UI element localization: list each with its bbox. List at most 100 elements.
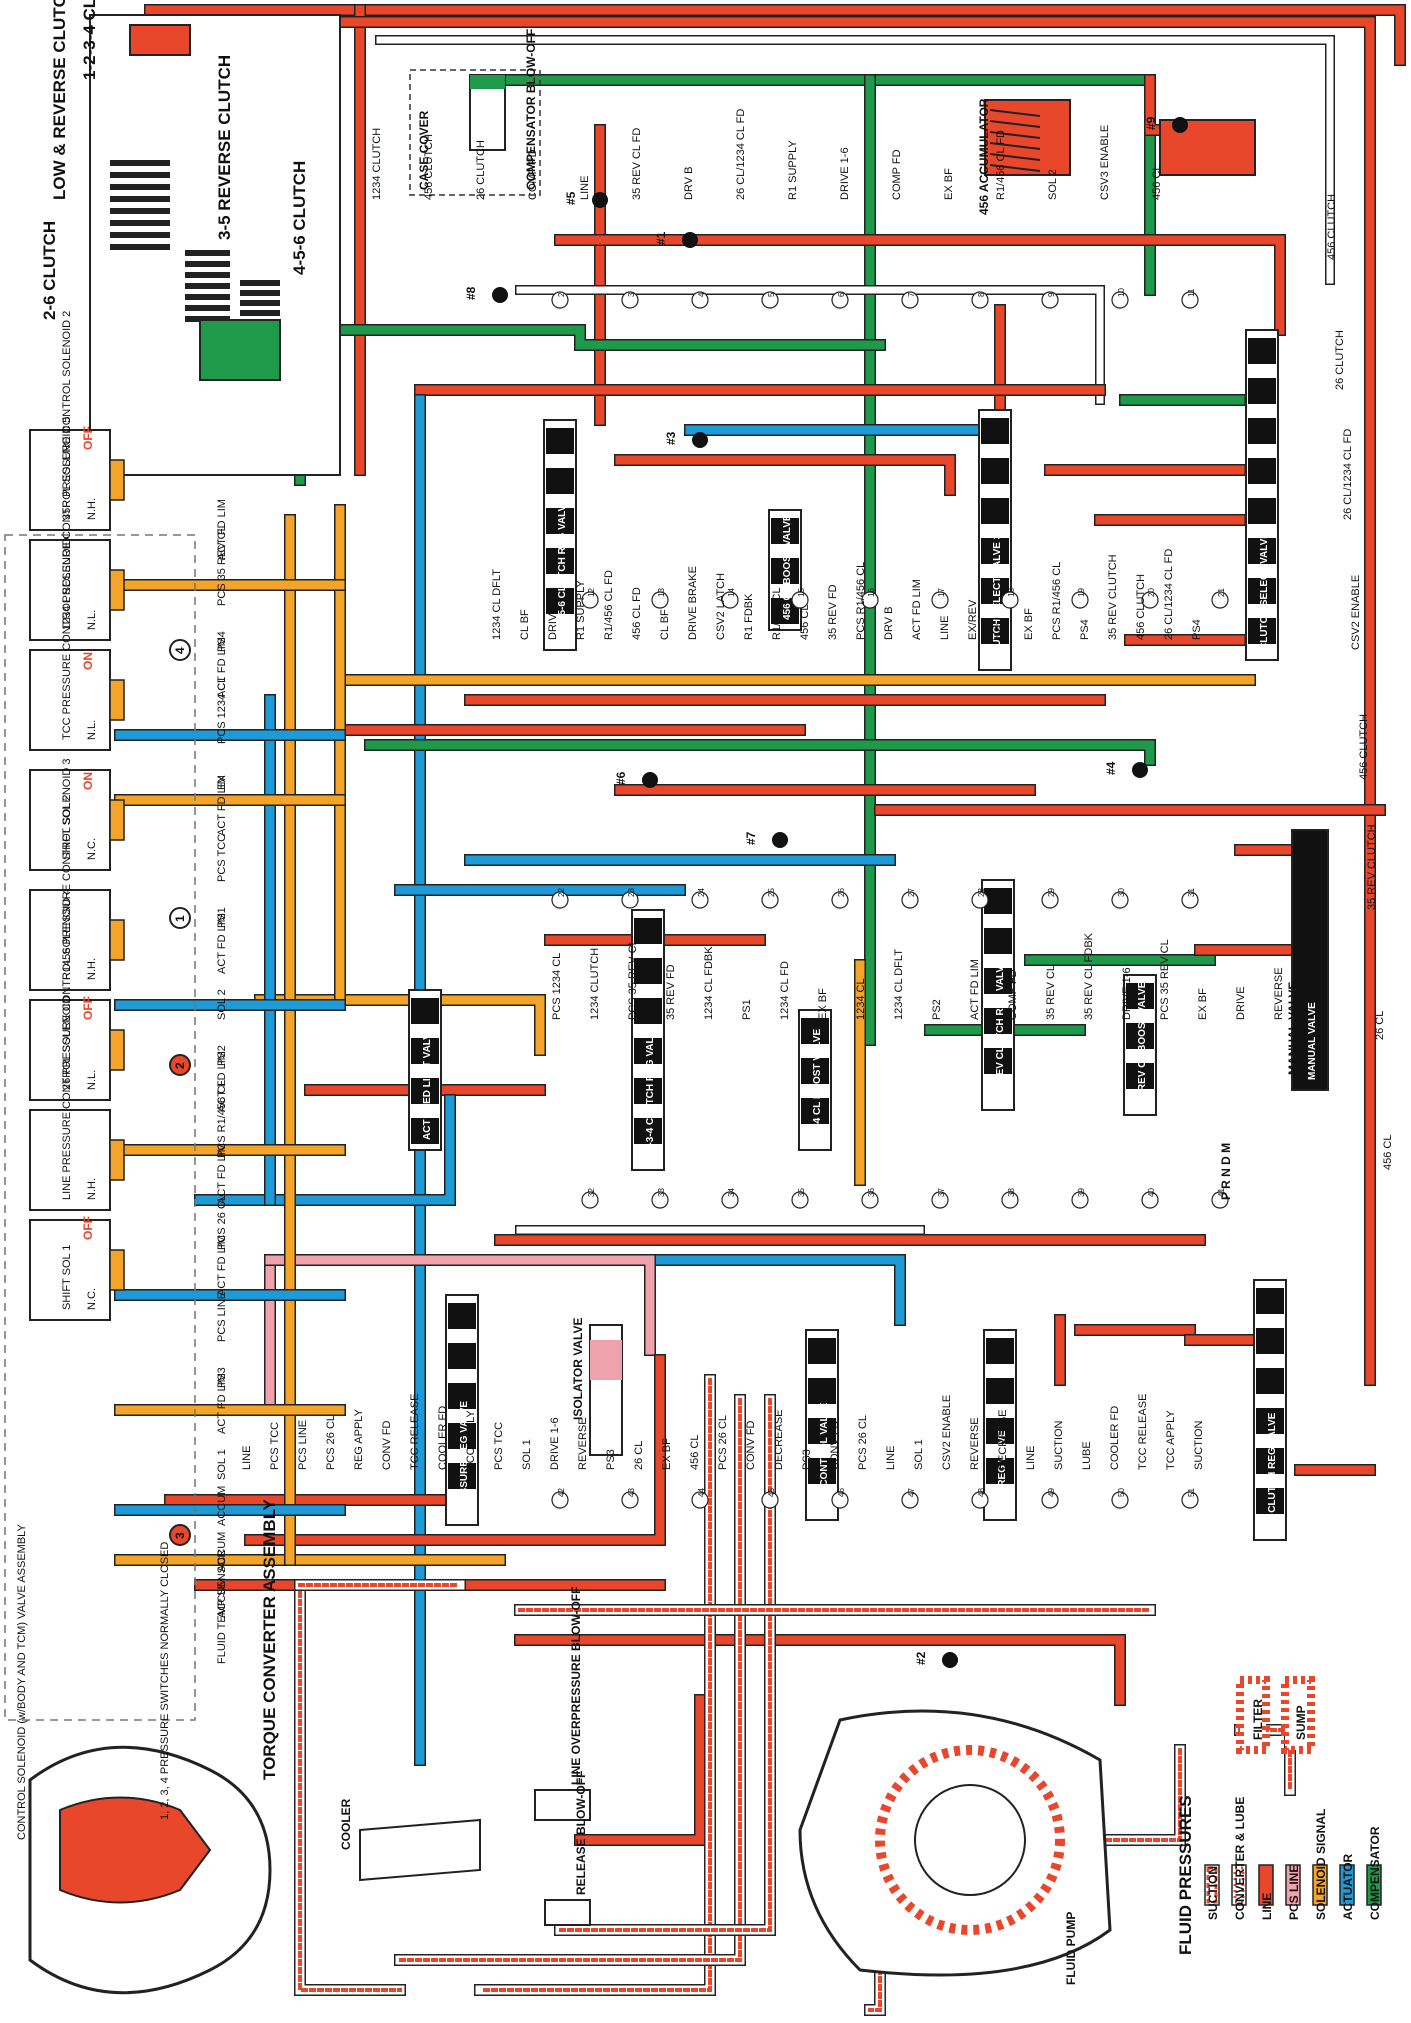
title-26-clutch: 2-6 CLUTCH	[40, 221, 59, 320]
left-channel-label: FLUID TEMP SENSOR	[216, 1549, 228, 1664]
valve-land	[808, 1338, 836, 1364]
orifice	[761, 291, 779, 309]
pressure-switch	[169, 639, 191, 661]
clutch-plate-35	[185, 261, 230, 267]
left-channel-label: ACT FD LIM	[216, 1143, 228, 1204]
channel-label: CONV FD	[745, 1420, 757, 1470]
solenoid-state: OFF	[81, 1216, 95, 1240]
solenoid-body	[29, 1109, 111, 1211]
valve-land	[634, 1078, 662, 1104]
channel-label: CSV2 ENABLE	[1350, 575, 1362, 650]
orifice	[861, 591, 879, 609]
orifice-number: 11	[1187, 288, 1196, 297]
legend-title: FLUID PRESSURES	[1176, 1795, 1195, 1955]
orifice-number: 38	[1007, 1188, 1016, 1197]
solenoid-name: SHIFT SOL 1	[61, 1245, 73, 1310]
channel-label: 26 CL	[633, 1441, 645, 1470]
legend-item-label: LINE	[1260, 1893, 1274, 1920]
legend-item-label: ACTUATOR	[1341, 1853, 1355, 1920]
solenoid-assembly-boundary	[4, 534, 196, 1721]
solenoid-type: N.C.	[86, 1288, 98, 1310]
orifice-number: 23	[627, 888, 636, 897]
cl26-1234-fd	[555, 235, 1285, 335]
valve-land	[1248, 458, 1276, 484]
valve-name: R1/4-5-6 CLUTCH REG VALVE	[557, 498, 568, 640]
line-blowoff-outline	[574, 1694, 706, 1846]
solenoid-tip	[109, 569, 125, 611]
orifice	[651, 1191, 669, 1209]
channel-label: 1234 CL	[855, 978, 867, 1020]
title-prndl: P R N D M	[1219, 1143, 1233, 1200]
channel-label: CL BF	[519, 609, 531, 640]
solenoid-type: N.H.	[86, 958, 98, 980]
converter-return-outline	[294, 1579, 406, 1996]
orifice	[971, 891, 989, 909]
left-channel-label: PCS 35 REV CL	[216, 525, 228, 606]
cooler-fd-outline	[474, 1374, 716, 1996]
left-channel-label: PCS R1/456 CL	[216, 1080, 228, 1158]
solenoid-tip	[109, 799, 125, 841]
channel-label: PCS 35 REV CL	[1159, 939, 1171, 1020]
valve-land	[634, 918, 662, 944]
channel-label: DRIVE	[1235, 986, 1247, 1020]
channel-label: 1234 CLUTCH	[589, 948, 601, 1020]
channel-label: DECREASE	[997, 1409, 1009, 1470]
check-ball-label: #5	[564, 191, 578, 205]
legend-swatch-pcs_line	[1285, 1864, 1301, 1906]
orifice-number: 4	[697, 292, 706, 297]
title-1234-clutch: 1-2-3-4 CLUTCH	[80, 0, 99, 80]
orifice-number: 40	[1147, 1188, 1156, 1197]
accumulator-spring	[989, 153, 1041, 161]
orifice	[1211, 1191, 1229, 1209]
channel-label: PCS 26 CL	[857, 1415, 869, 1470]
check-ball-label: #2	[914, 1651, 928, 1665]
valve-name: TCC REG VALVE	[997, 1430, 1008, 1510]
channel-label: EX BF	[817, 988, 829, 1020]
accumulator-spring	[989, 120, 1041, 128]
pressure-switch-number: 4	[173, 647, 187, 654]
orifice-number: 42	[557, 1488, 566, 1497]
channel-label: CONV FD	[829, 1420, 841, 1470]
channel-label: SOL 1	[913, 1439, 925, 1470]
channel-label: DRV B	[683, 167, 695, 200]
clutch-plate-35	[185, 305, 230, 311]
left-channel-label: ACT FD LIM	[216, 775, 228, 836]
channel-label: 456 CL FD	[631, 587, 643, 640]
orifice	[1141, 1191, 1159, 1209]
channel-label: 35 REV CLUTCH	[1366, 824, 1378, 910]
compensator-piston	[199, 319, 281, 381]
converter-return-base	[295, 1580, 405, 1995]
valve-land	[411, 1078, 439, 1104]
orifice	[621, 891, 639, 909]
legend-swatch-actuator	[1339, 1864, 1355, 1906]
solenoid-tip	[109, 459, 125, 501]
comp-fd-mid	[315, 325, 885, 350]
left-channel-label: ACCUM	[216, 1486, 228, 1526]
orifice-number: 10	[1117, 288, 1126, 297]
channel-label: 26 CL	[1374, 1011, 1386, 1040]
clutch-plate-35	[185, 294, 230, 300]
left-channel-label: ACT FD LIM	[216, 1051, 228, 1112]
valve-land	[448, 1463, 476, 1489]
valve-land	[546, 508, 574, 534]
orifice-number: 7	[907, 292, 916, 297]
clutch-1234-piston	[129, 24, 191, 56]
orifice-number: 16	[867, 588, 876, 597]
valve-land	[808, 1458, 836, 1484]
check-ball	[692, 432, 708, 448]
solenoid-body	[29, 889, 111, 991]
solenoid-name: TCC PRESSURE CONTROL SOLENOID	[61, 537, 73, 740]
orifice-number: 14	[727, 588, 736, 597]
channel-label: TCC APPLY	[1165, 1410, 1177, 1470]
title-release-blowoff: RELEASE BLOW-OFF	[574, 1771, 588, 1895]
valve-land	[986, 1338, 1014, 1364]
valve-name: 2-6 CLUTCH REG VALVE	[1267, 1412, 1278, 1530]
solenoid-body	[29, 429, 111, 531]
left-channel-label: SOL 1	[216, 1449, 228, 1480]
left-channel-label: ACCUM	[216, 1532, 228, 1572]
legend-swatch-pattern	[1206, 1866, 1218, 1904]
pressure-switch-number: 1	[173, 915, 187, 922]
channel-label: PS2	[931, 999, 943, 1020]
check-ball	[942, 1652, 958, 1668]
